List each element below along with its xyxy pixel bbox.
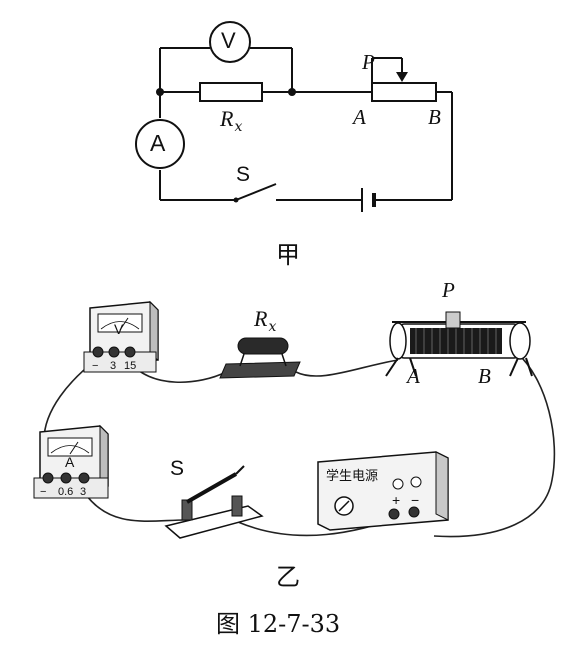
- junction-dot: [156, 88, 164, 96]
- rheostat-device: [385, 311, 533, 377]
- voltmeter-letter: V: [221, 28, 236, 53]
- ammeter-letter: A: [150, 130, 166, 156]
- physical-end-a-label: A: [407, 364, 420, 388]
- voltmeter-terminal-label: −: [92, 360, 99, 372]
- connecting-wire: [295, 359, 399, 377]
- apparatus-caption: 乙: [276, 563, 300, 591]
- voltmeter-device: [83, 300, 159, 373]
- voltmeter-device-letter: V: [114, 321, 124, 337]
- end-a-label: A: [353, 105, 366, 129]
- ammeter-terminal-label: 3: [80, 486, 87, 498]
- physical-slider-p-label: P: [442, 278, 455, 302]
- ammeter-device-letter: A: [65, 454, 75, 470]
- switch-blade: [235, 183, 277, 201]
- physical-rx-label: Rx: [254, 306, 277, 335]
- physical-switch-label: S: [170, 457, 185, 480]
- power-supply-device: [317, 451, 449, 531]
- knife-switch-device: [164, 465, 264, 539]
- ammeter-terminal-label: −: [40, 486, 47, 498]
- switch-label: S: [236, 163, 251, 186]
- junction-dot: [288, 88, 296, 96]
- voltmeter-terminal-label: 15: [124, 360, 137, 372]
- rx-label: Rx: [220, 106, 243, 135]
- end-b-label: B: [428, 105, 441, 129]
- power-supply-label: 学生电源: [326, 469, 379, 484]
- slider-p-label: P: [362, 50, 375, 74]
- figure-caption: 图 12-7-33: [216, 610, 341, 638]
- ammeter-terminal-label: 0.6: [58, 486, 74, 498]
- slider-arrow: [396, 72, 408, 82]
- ammeter-device: [33, 424, 109, 499]
- ammeter-symbol: [135, 119, 185, 169]
- supply-minus-label: −: [411, 492, 420, 508]
- schematic-caption: 甲: [276, 241, 300, 269]
- physical-end-b-label: B: [478, 364, 491, 388]
- supply-plus-label: +: [392, 492, 401, 508]
- voltmeter-symbol: [209, 21, 251, 63]
- switch-pivot: [233, 197, 239, 203]
- rx-resistor-device: [219, 337, 301, 379]
- voltmeter-terminal-label: 3: [110, 360, 117, 372]
- connecting-wire: [433, 351, 556, 538]
- connecting-wire: [83, 491, 187, 522]
